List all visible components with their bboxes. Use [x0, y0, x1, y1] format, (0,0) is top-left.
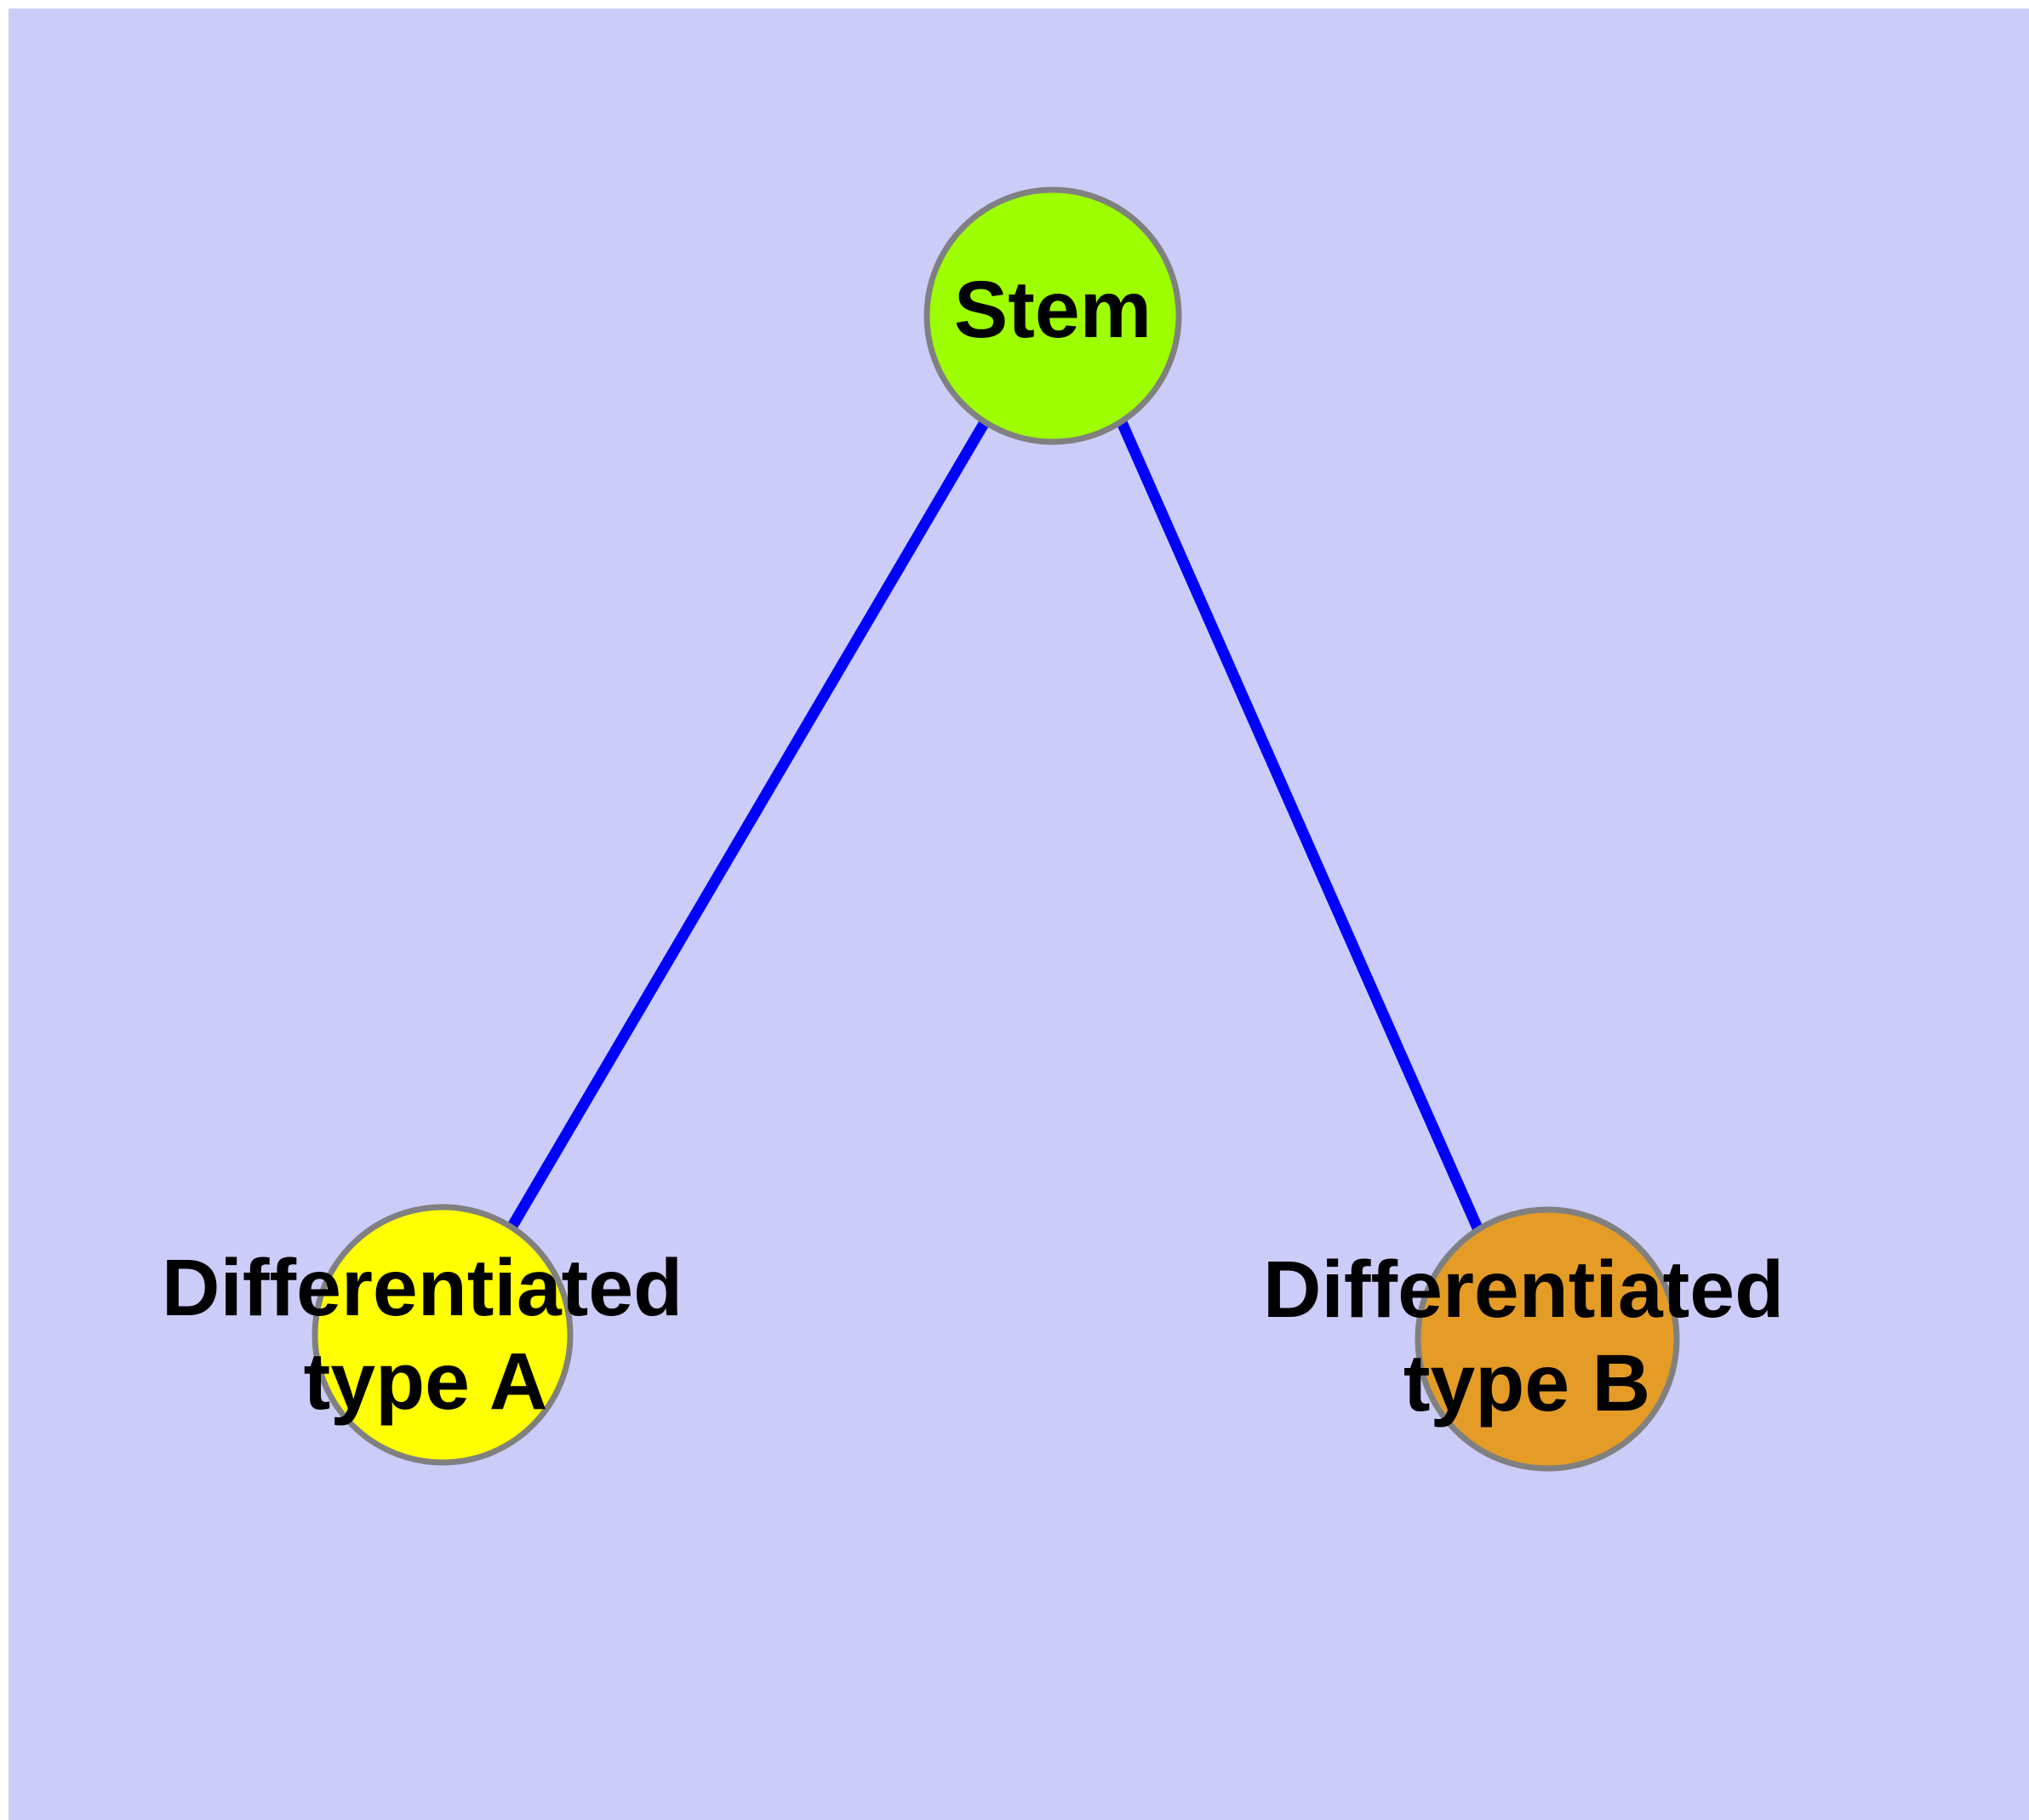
labels-layer: Stem Differentiated type A Differentiate…: [162, 265, 1784, 1428]
node-differentiated-type-a-label-line-2: type A: [304, 1336, 548, 1427]
edge-stem-to-differentiated-type-b[interactable]: [1117, 420, 1484, 1234]
node-differentiated-type-a[interactable]: [311, 1204, 574, 1466]
nodes-layer: [311, 186, 1680, 1472]
node-differentiated-type-b-circle[interactable]: [1415, 1206, 1680, 1472]
edges-layer: [506, 419, 1484, 1234]
edge-stem-to-differentiated-type-a[interactable]: [506, 419, 990, 1231]
node-differentiated-type-a-label-line-1: Differentiated: [162, 1243, 683, 1333]
node-differentiated-type-b-label-line-1: Differentiated: [1263, 1245, 1784, 1335]
node-stem-label-line-1: Stem: [954, 265, 1152, 355]
node-stem-circle[interactable]: [923, 186, 1182, 445]
node-differentiated-type-b[interactable]: [1415, 1206, 1680, 1472]
node-differentiated-type-b-label-line-2: type B: [1403, 1338, 1650, 1428]
node-differentiated-type-a-circle[interactable]: [311, 1204, 574, 1466]
node-stem[interactable]: [923, 186, 1182, 445]
